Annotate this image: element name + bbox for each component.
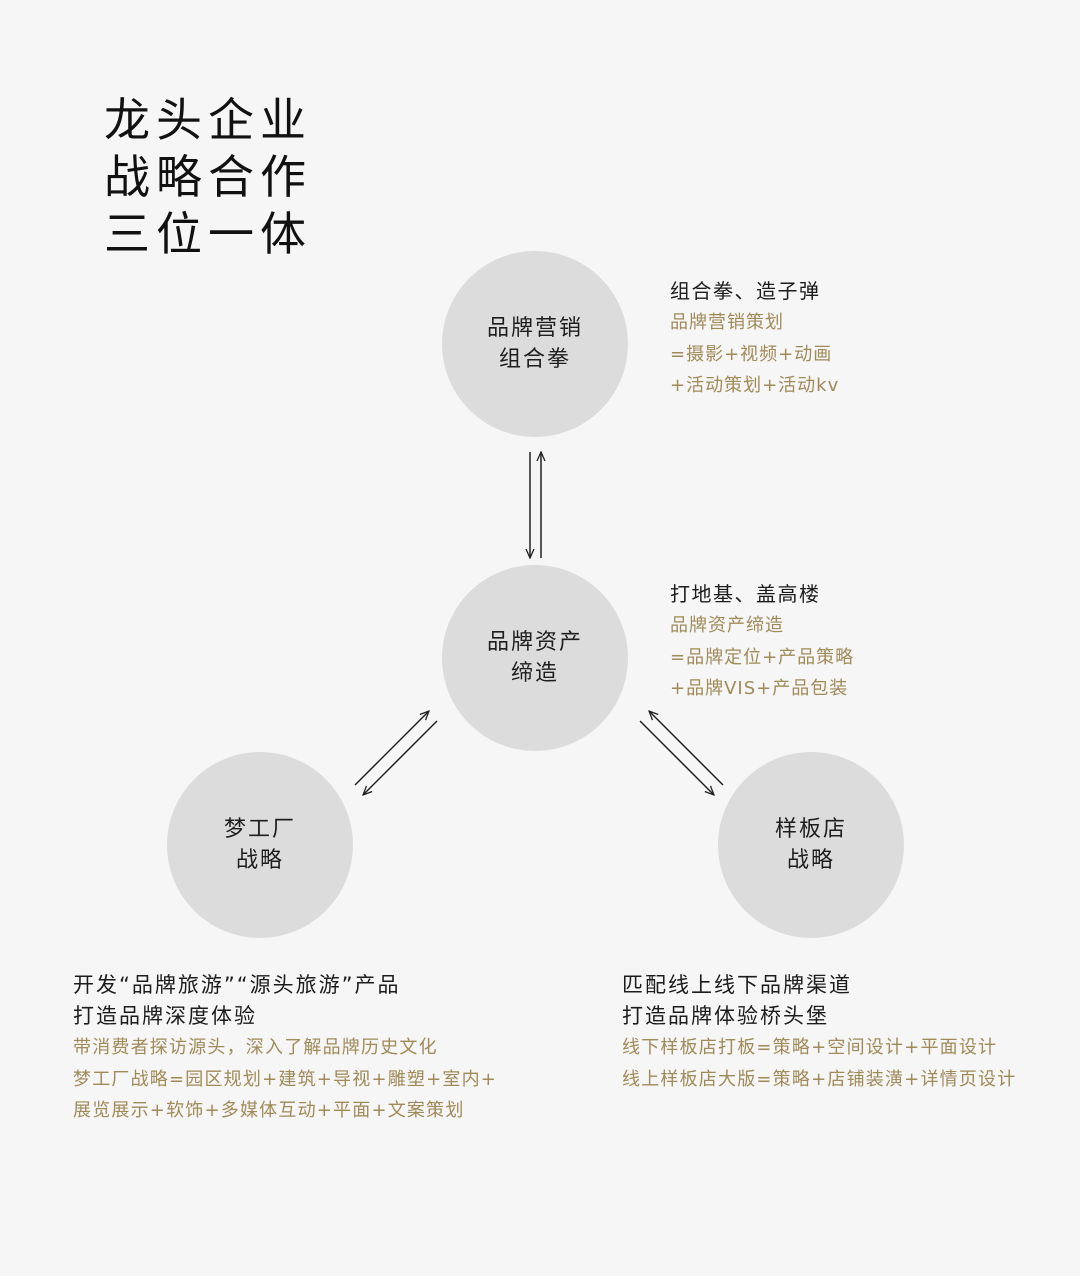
block-heading: 打造品牌深度体验: [73, 1004, 257, 1028]
page-title: 龙头企业 战略合作 三位一体: [104, 92, 312, 263]
note-line: +品牌VIS+产品包装: [670, 678, 849, 699]
node-label-line-2: 战略: [786, 848, 835, 873]
note-brand-marketing: 组合拳、造子弹 品牌营销策划 =摄影+视频+动画 +活动策划+活动kv: [670, 276, 839, 402]
node-dream-factory: 梦工厂 战略: [167, 752, 353, 938]
node-label-line-2: 缔造: [510, 661, 559, 686]
note-heading: 组合拳、造子弹: [670, 279, 821, 303]
block-line: 带消费者探访源头，深入了解品牌历史文化: [73, 1037, 438, 1058]
block-heading: 匹配线上线下品牌渠道: [622, 973, 852, 997]
block-line: 展览展示+软饰+多媒体互动+平面+文案策划: [73, 1100, 465, 1121]
node-label-line-1: 样板店: [774, 817, 847, 842]
arrow-center-to-left: [363, 720, 438, 795]
block-line: 线上样板店大版=策略+店铺装潢+详情页设计: [622, 1068, 1017, 1090]
title-line-3: 三位一体: [104, 207, 312, 261]
arrow-left-to-center: [354, 711, 429, 786]
note-line: =摄影+视频+动画: [670, 343, 833, 365]
node-model-store: 样板店 战略: [718, 752, 904, 938]
note-brand-asset: 打地基、盖高楼 品牌资产缔造 =品牌定位+产品策略 +品牌VIS+产品包装: [670, 579, 854, 705]
title-line-1: 龙头企业: [104, 93, 312, 147]
node-brand-asset: 品牌资产 缔造: [442, 565, 628, 751]
block-line: 线下样板店打板=策略+空间设计+平面设计: [622, 1037, 998, 1058]
note-line: 品牌营销策划: [670, 312, 784, 333]
node-label-line-1: 品牌资产: [486, 630, 583, 655]
arrow-right-to-center: [649, 711, 724, 786]
node-label-line-1: 品牌营销: [486, 316, 583, 341]
note-heading: 打地基、盖高楼: [670, 582, 821, 606]
arrow-center-to-right: [639, 720, 714, 795]
node-label-line-1: 梦工厂: [223, 817, 296, 842]
block-line: 梦工厂战略=园区规划+建筑+导视+雕塑+室内+: [73, 1068, 498, 1090]
note-line: 品牌资产缔造: [670, 615, 784, 636]
note-line: =品牌定位+产品策略: [670, 646, 855, 668]
block-heading: 打造品牌体验桥头堡: [622, 1004, 829, 1028]
block-model-store: 匹配线上线下品牌渠道 打造品牌体验桥头堡 线下样板店打板=策略+空间设计+平面设…: [622, 970, 1016, 1095]
node-label-line-2: 组合拳: [498, 347, 571, 372]
block-dream-factory: 开发“品牌旅游”“源头旅游”产品 打造品牌深度体验 带消费者探访源头，深入了解品…: [73, 970, 497, 1127]
note-line: +活动策划+活动kv: [670, 375, 840, 396]
title-line-2: 战略合作: [104, 150, 312, 204]
node-brand-marketing: 品牌营销 组合拳: [442, 251, 628, 437]
block-heading: 开发“品牌旅游”“源头旅游”产品: [73, 973, 401, 997]
node-label-line-2: 战略: [235, 848, 284, 873]
